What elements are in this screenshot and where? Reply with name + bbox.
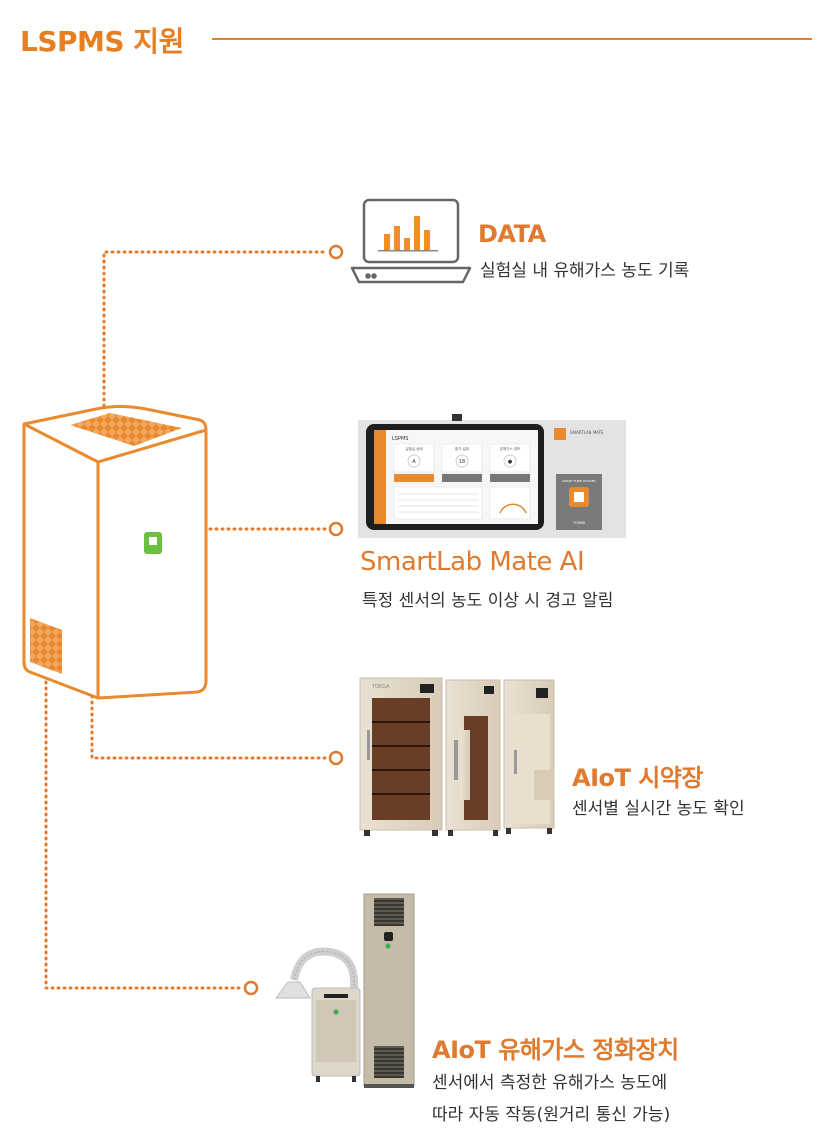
cabinet-description: 센서별 실시간 농도 확인 — [572, 799, 745, 819]
bar-chart-glyph — [378, 216, 438, 252]
smartlab-title: SmartLab Mate AI — [360, 547, 585, 577]
monitor-card-value: 18 — [459, 459, 465, 465]
endpoint-purifier — [243, 980, 259, 996]
purifier-tall-unit — [363, 893, 415, 1088]
laptop-chart-icon — [350, 198, 472, 284]
endpoint-data — [328, 244, 344, 260]
gas-purifier — [275, 893, 415, 1088]
data-title: DATA — [478, 220, 546, 248]
cabinet-title: AIoT 시약장 — [572, 764, 703, 792]
monitor-card-value: ● — [508, 459, 513, 465]
cabinet-large: TOEGA — [359, 677, 443, 836]
monitor-card-label: 유해가스 경보 — [500, 446, 521, 451]
monitor-cards: 실험실 상태 환기 설정 유해가스 경보 A 18 ● — [393, 443, 531, 473]
monitor-card-label: 실험실 상태 — [405, 446, 422, 451]
endpoint-smartlab — [328, 521, 344, 537]
lspms-device-icon — [22, 405, 208, 700]
page-title: LSPMS 지원 — [20, 25, 184, 58]
data-description: 실험실 내 유해가스 농도 기록 — [480, 261, 690, 281]
purifier-small-unit — [275, 947, 361, 1082]
cabinet-medium — [445, 679, 501, 836]
connector-data — [102, 250, 328, 414]
title-divider — [212, 38, 812, 40]
smartlab-description: 특정 센서의 농도 이상 시 경고 알림 — [362, 591, 614, 611]
endpoint-cabinet — [328, 750, 344, 766]
reagent-cabinets: TOEGA — [359, 677, 555, 836]
monitor-side-label: SMART FUME HOLDER — [562, 479, 595, 483]
connector-endpoints — [243, 244, 344, 996]
monitor-card-value: A — [412, 459, 416, 465]
purifier-title: AIoT 유해가스 정화장치 — [432, 1036, 679, 1064]
cabinet-small — [503, 679, 555, 834]
monitor-app-title: LSPMS — [392, 436, 408, 442]
monitor-card-label: 환기 설정 — [455, 446, 469, 451]
monitor-brand: SMARTLAB MATE — [570, 430, 604, 435]
purifier-description-line2: 따라 자동 작동(원거리 통신 가능) — [432, 1105, 671, 1125]
purifier-description-line1: 센서에서 측정한 유해가스 농도에 — [432, 1073, 668, 1093]
smartlab-monitor: LSPMS 실험실 상태 환기 설정 유해가스 경보 A 18 ● SMARTL… — [358, 414, 626, 538]
connector-lines — [44, 250, 328, 990]
monitor-side-logo: TOEMS — [572, 521, 586, 525]
connector-cabinet — [90, 688, 328, 760]
connector-purifier — [44, 668, 242, 990]
cabinet-brand: TOEGA — [371, 684, 390, 690]
